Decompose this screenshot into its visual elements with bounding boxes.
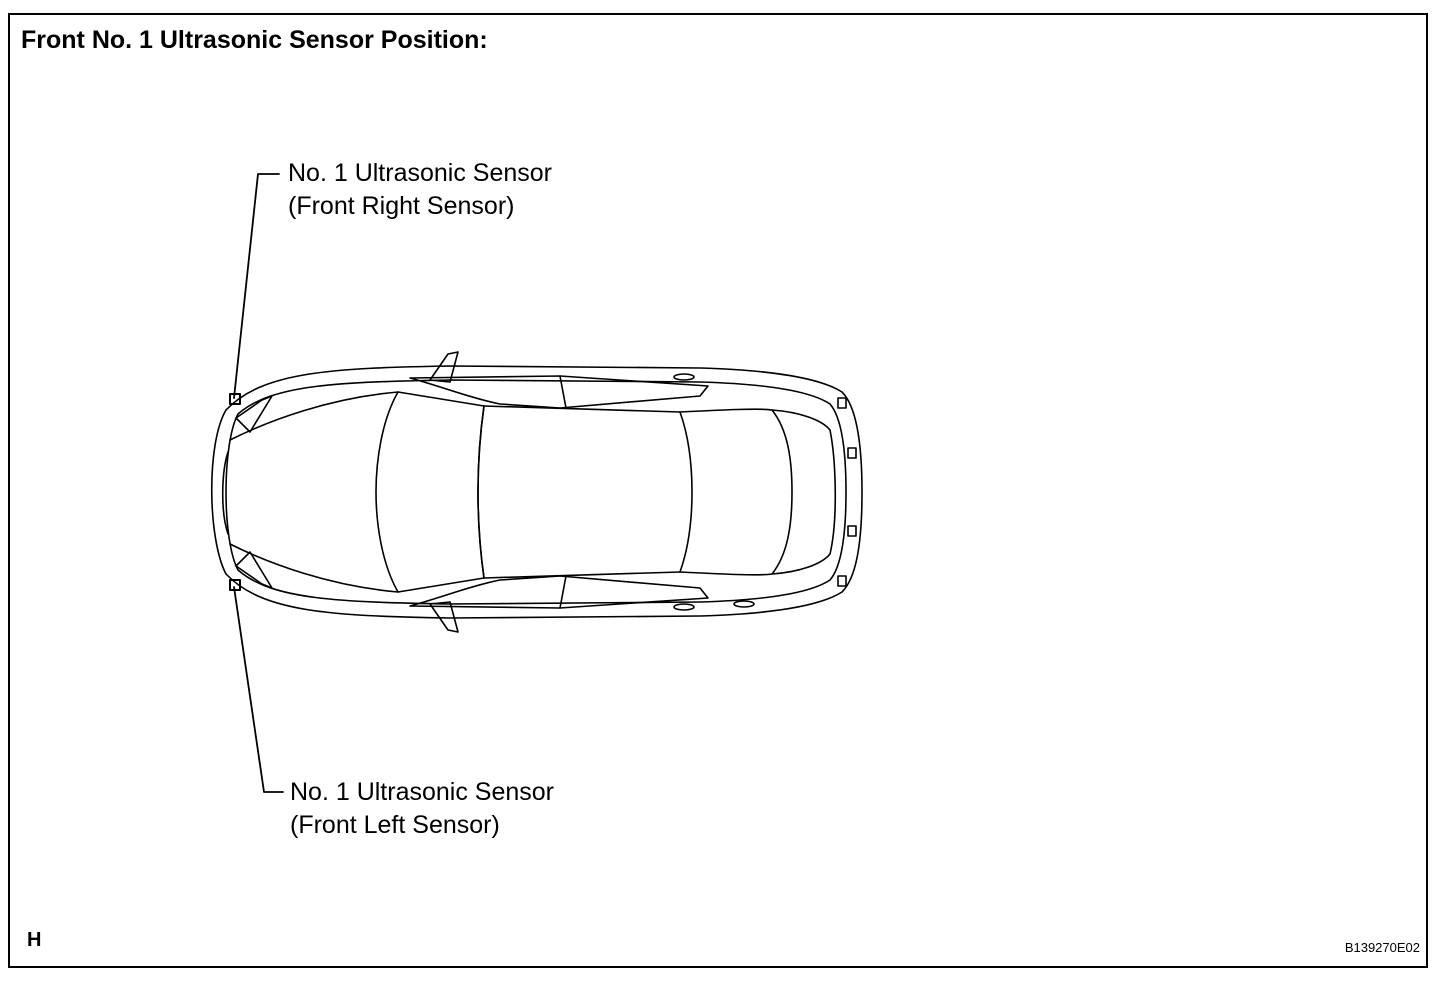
- hood-line-right: [229, 391, 399, 441]
- leader-line-front-left: [233, 586, 284, 793]
- callout-front-right-line2: (Front Right Sensor): [288, 192, 515, 220]
- rear-sensor-4: [837, 575, 847, 587]
- hood-crease: [221, 451, 229, 535]
- leader-line-front-right: [233, 173, 280, 399]
- roof-front-edge: [477, 405, 485, 579]
- side-window-right: [409, 375, 709, 409]
- hood-line-left: [229, 543, 399, 593]
- rear-sensor-3: [847, 525, 857, 537]
- rear-sensor-1: [837, 397, 847, 409]
- callout-front-left-line1: No. 1 Ultrasonic Sensor: [290, 778, 555, 806]
- side-window-left-divider: [559, 575, 567, 609]
- headlight-left: [235, 551, 273, 589]
- roof-rear-edge: [679, 411, 693, 573]
- rear-sensor-2: [847, 447, 857, 459]
- diagram-title: Front No. 1 Ultrasonic Sensor Position:: [21, 26, 488, 54]
- roof-side-left: [483, 571, 681, 579]
- front-left-sensor: [229, 579, 241, 591]
- mirror-right: [429, 351, 459, 383]
- door-handle-left-fuel: [733, 600, 755, 608]
- windshield: [375, 391, 485, 593]
- side-window-left: [409, 575, 709, 609]
- callout-front-left-sensor: No. 1 Ultrasonic Sensor (Front Left Sens…: [290, 776, 554, 842]
- rear-window: [679, 408, 793, 576]
- car-body-inner-outline: [225, 379, 847, 605]
- callout-front-right-sensor: No. 1 Ultrasonic Sensor (Front Right Sen…: [288, 157, 552, 223]
- car-body-outline: [210, 365, 863, 619]
- mirror-left: [429, 601, 459, 633]
- roof-side-right: [483, 405, 681, 413]
- callout-front-right-line1: No. 1 Ultrasonic Sensor: [288, 159, 553, 187]
- door-handle-right-rear: [673, 373, 695, 381]
- front-right-sensor: [229, 393, 241, 405]
- trunk-lid: [771, 409, 837, 575]
- callout-front-left-line2: (Front Left Sensor): [290, 811, 500, 839]
- reference-code: B139270E02: [1344, 940, 1420, 955]
- corner-letter: H: [27, 929, 42, 951]
- door-handle-left-rear: [673, 603, 695, 611]
- diagram-frame: [8, 13, 1428, 968]
- side-window-right-divider: [559, 375, 567, 409]
- headlight-right: [235, 395, 273, 433]
